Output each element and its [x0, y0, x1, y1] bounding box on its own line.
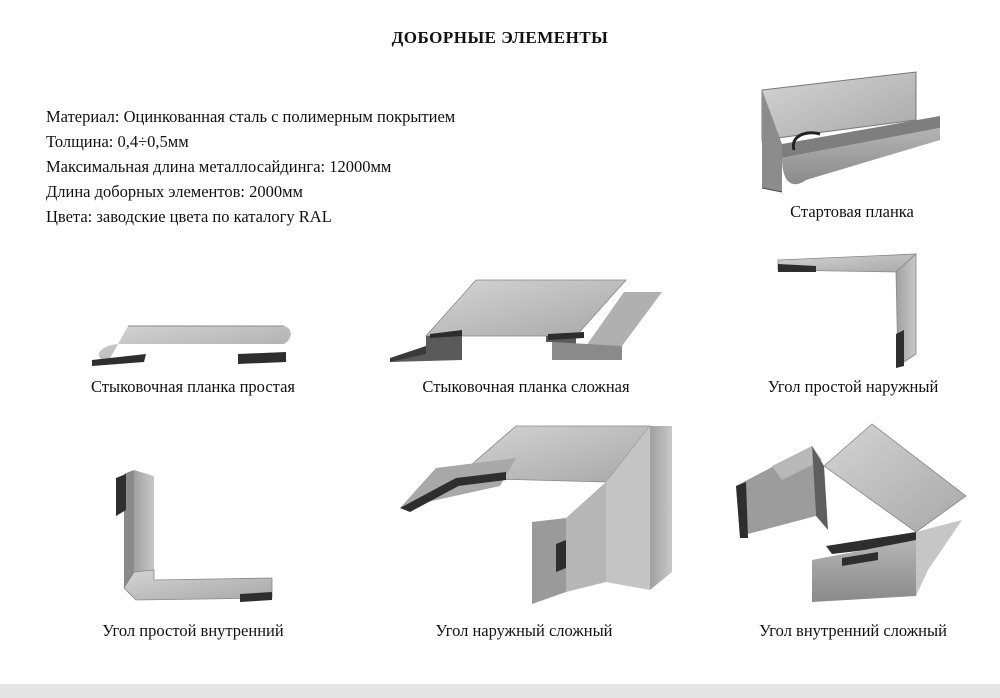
specs-list: Материал: Оцинкованная сталь с полимерны… [46, 104, 455, 229]
caption-complex-joint-strip: Стыковочная планка сложная [422, 377, 630, 396]
spec-thickness: Толщина: 0,4÷0,5мм [46, 132, 189, 151]
simple-outer-corner-icon [777, 253, 918, 368]
complex-joint-strip-icon [390, 279, 662, 362]
complex-inner-corner-icon [736, 423, 967, 602]
caption-simple-joint-strip: Стыковочная планка простая [90, 377, 295, 396]
bottom-scroll-bar [0, 684, 1000, 698]
caption-complex-outer-corner: Угол наружный сложный [435, 621, 613, 640]
spec-colors: Цвета: заводские цвета по каталогу RAL [46, 207, 332, 226]
complex-outer-corner-icon [400, 425, 672, 604]
simple-joint-strip-icon [92, 325, 291, 366]
spec-material: Материал: Оцинкованная сталь с полимерны… [46, 107, 456, 126]
caption-simple-inner-corner: Угол простой внутренний [102, 621, 284, 640]
simple-inner-corner-icon [116, 470, 273, 602]
caption-simple-outer-corner: Угол простой наружный [767, 377, 939, 396]
page-title: ДОБОРНЫЕ ЭЛЕМЕНТЫ [391, 28, 609, 47]
starter-strip-icon [761, 71, 940, 193]
spec-max-length: Максимальная длина металлосайдинга: 1200… [46, 157, 392, 176]
caption-starter-strip: Стартовая планка [790, 202, 914, 221]
spec-element-length: Длина доборных элементов: 2000мм [46, 182, 303, 201]
caption-complex-inner-corner: Угол внутренний сложный [759, 621, 947, 640]
